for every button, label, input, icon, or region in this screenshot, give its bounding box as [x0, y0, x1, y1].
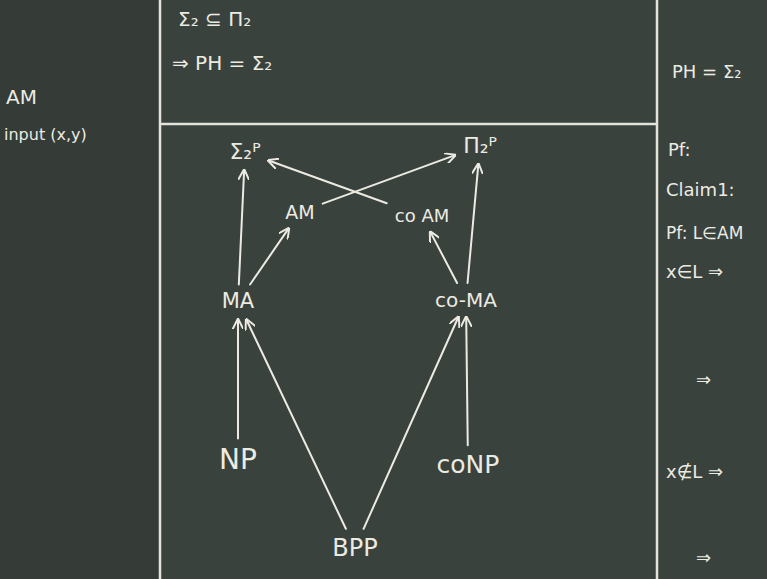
complexity-class: NP	[214, 442, 262, 479]
board-panel	[0, 0, 160, 579]
divider-line	[656, 0, 659, 579]
inclusion-arrow	[466, 317, 468, 445]
complexity-class: co AM	[390, 203, 454, 229]
proof-line: x∈L ⇒	[666, 262, 723, 282]
class-name: AM	[285, 202, 314, 223]
inclusion-arrow	[246, 320, 346, 529]
class-name: co AM	[395, 206, 449, 226]
class-name: Π₂ᴾ	[463, 134, 497, 158]
complexity-class: Σ₂ᴾ	[224, 137, 265, 167]
complexity-class: BPP	[327, 532, 382, 564]
proof-line: x∉L ⇒	[666, 462, 723, 482]
note-fragment: input (x,y)	[4, 126, 87, 144]
complexity-class: AM	[280, 199, 319, 226]
inclusion-arrow	[269, 161, 387, 204]
inclusion-arrow	[323, 155, 455, 204]
divider-line	[159, 0, 162, 579]
class-name: co-MA	[435, 289, 497, 311]
inclusion-arrow	[468, 164, 479, 283]
inclusion-arrow	[250, 228, 289, 284]
class-name: BPP	[332, 535, 377, 561]
claim-heading: Claim1:	[666, 180, 735, 200]
class-name: NP	[219, 445, 257, 476]
complexity-class: MA	[217, 287, 259, 316]
heading-fragment: AM	[6, 86, 37, 108]
complexity-class: Π₂ᴾ	[458, 131, 502, 161]
inclusion-arrow	[364, 317, 459, 529]
class-name: Σ₂ᴾ	[229, 140, 260, 164]
proof-line: Pf: L∈AM	[666, 224, 743, 243]
proof-line: ⇒	[696, 370, 711, 390]
proof-heading: Pf:	[668, 140, 691, 160]
statement: Σ₂ ⊆ Π₂	[178, 8, 251, 30]
inclusion-arrow	[237, 320, 239, 439]
proof-line: ⇒	[696, 548, 711, 568]
complexity-class: coNP	[432, 448, 505, 482]
inclusion-arrow	[430, 232, 457, 283]
statement: ⇒ PH = Σ₂	[172, 52, 272, 74]
divider-line	[160, 123, 657, 126]
complexity-class: co-MA	[430, 286, 502, 314]
inclusion-arrow	[239, 170, 244, 284]
class-name: MA	[222, 290, 254, 313]
statement-fragment: PH = Σ₂	[672, 62, 742, 82]
class-name: coNP	[437, 451, 500, 479]
